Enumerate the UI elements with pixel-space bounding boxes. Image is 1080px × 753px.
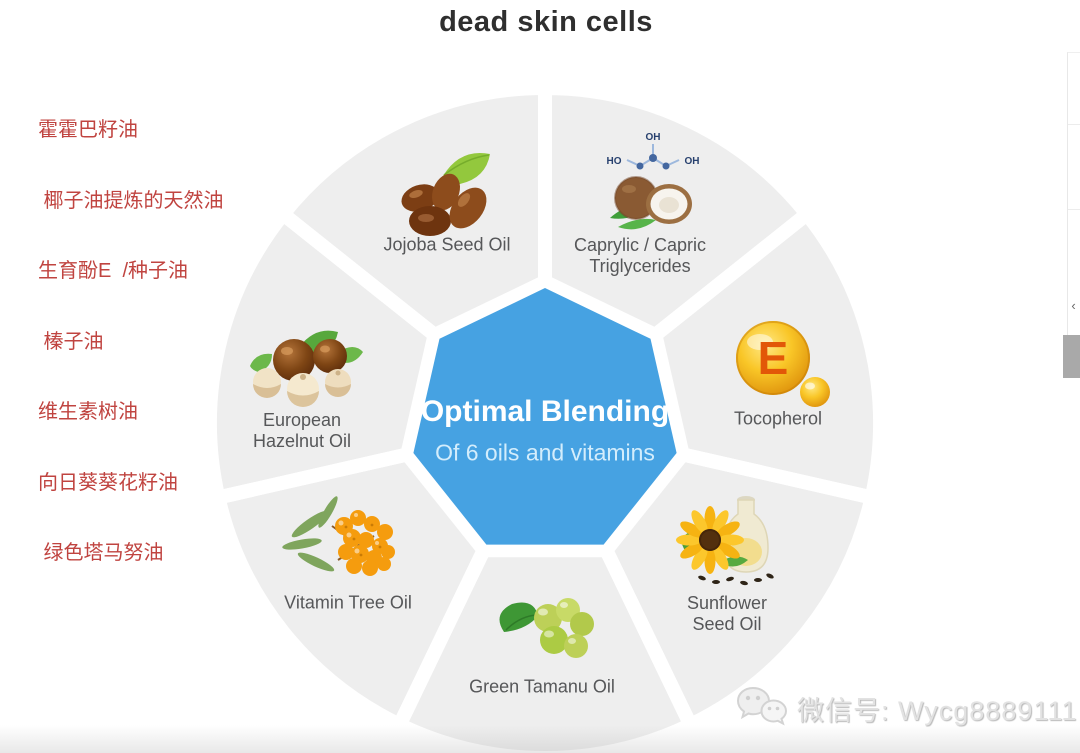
watermark-text: 微信号: Wycg8889111	[797, 695, 1078, 726]
vitamin-e-letter: E	[758, 332, 789, 384]
segment-label-jojoba: Jojoba Seed Oil	[383, 234, 511, 255]
segment-label-tocopherol: Tocopherol	[733, 408, 823, 429]
center-heading: Optimal Blending	[420, 395, 670, 428]
chinese-annotations: 霍霍巴籽油 椰子油提炼的天然油 生育酚E /种子油 榛子油 维生素树油 向日葵葵…	[38, 72, 224, 613]
segment-label-sunflower: Sunflower Seed Oil	[686, 592, 768, 634]
molecule-label-left: HO	[607, 156, 622, 167]
panel-divider	[1068, 124, 1080, 125]
collapse-chevron-icon[interactable]: ‹	[1071, 298, 1076, 313]
buckthorn-berries	[335, 510, 395, 576]
annotation-line: 维生素树油	[38, 401, 138, 423]
segment-label-caprylic: Caprylic / Capric Triglycerides	[573, 234, 707, 276]
right-edge-panel	[1067, 52, 1080, 336]
tamanu-fruit-icon	[499, 598, 594, 658]
sunflower-petals	[676, 506, 744, 574]
molecule-label-top: OH	[646, 132, 661, 143]
coconut-molecule-icon: OH HO OH	[607, 132, 700, 230]
berry-highlights	[338, 513, 379, 554]
hazelnut-icon	[250, 330, 363, 407]
molecule-label-right: OH	[685, 156, 700, 167]
panel-divider	[1068, 209, 1080, 210]
sunflower-seeds	[698, 573, 774, 586]
annotation-line: 椰子油提炼的天然油	[38, 189, 224, 212]
vitamin-e-icon: E	[736, 321, 830, 407]
center-subheading: Of 6 oils and vitamins	[435, 439, 655, 466]
jojoba-seeds-icon	[401, 152, 490, 236]
annotation-line: 生育酚E /种子油	[38, 260, 189, 282]
bottom-shadow	[0, 725, 1080, 753]
annotation-line: 霍霍巴籽油	[38, 119, 138, 141]
segment-label-vitamin-tree: Vitamin Tree Oil	[284, 592, 412, 613]
buckthorn-leaves	[282, 496, 338, 572]
sea-buckthorn-icon	[282, 496, 395, 576]
sunflower-bottle-icon	[676, 496, 774, 586]
annotation-line: 榛子油	[38, 330, 104, 353]
segment-label-hazelnut: European Hazelnut Oil	[252, 409, 352, 451]
annotation-line: 绿色塔马努油	[38, 542, 164, 564]
annotation-line: 向日葵葵花籽油	[38, 471, 178, 494]
watermark: 微信号: Wycg8889111	[735, 684, 1077, 732]
page-title: dead skin cells	[439, 6, 653, 38]
wechat-icon	[736, 686, 788, 726]
segment-label-tamanu: Green Tamanu Oil	[469, 676, 615, 697]
berry-dots	[344, 523, 382, 557]
scrollbar-thumb[interactable]	[1063, 335, 1080, 378]
